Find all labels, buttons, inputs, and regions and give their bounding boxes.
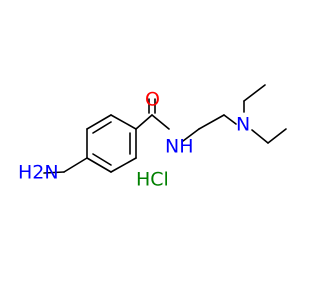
bond-ring-carbonyl — [135, 114, 153, 130]
bond-ch2-ring — [63, 157, 88, 173]
bond-n-ethyl-right-2 — [267, 128, 287, 144]
bond-ring-2 — [86, 114, 112, 130]
bond-ring-5 — [110, 157, 137, 173]
bond-carbonyl-nh — [151, 114, 170, 130]
structure-canvas: H2N O NH N HCl — [18, 84, 287, 191]
salt-label: HCl — [136, 169, 169, 191]
double-bond-inner-1 — [92, 121, 112, 134]
molecule-drawing: H2N O NH N HCl — [18, 84, 287, 191]
bond-n-ethyl-up-2 — [243, 84, 266, 102]
bond-lines — [43, 84, 287, 174]
double-bond-inner-3 — [92, 153, 112, 166]
tertiary-amine-label: N — [236, 114, 250, 136]
bond-ch2-ch2 — [198, 114, 225, 130]
amine-label: H2N — [18, 162, 59, 184]
bond-nh-ch2 — [182, 128, 200, 142]
bond-n-ch2 — [43, 171, 65, 174]
oxygen-label: O — [145, 89, 160, 111]
amide-nh-label: NH — [165, 136, 194, 158]
bond-ring-6 — [86, 157, 112, 173]
bond-n-ethyl-right-1 — [251, 129, 269, 144]
bond-ring-3 — [110, 114, 137, 130]
bond-ch2-n — [223, 114, 237, 125]
